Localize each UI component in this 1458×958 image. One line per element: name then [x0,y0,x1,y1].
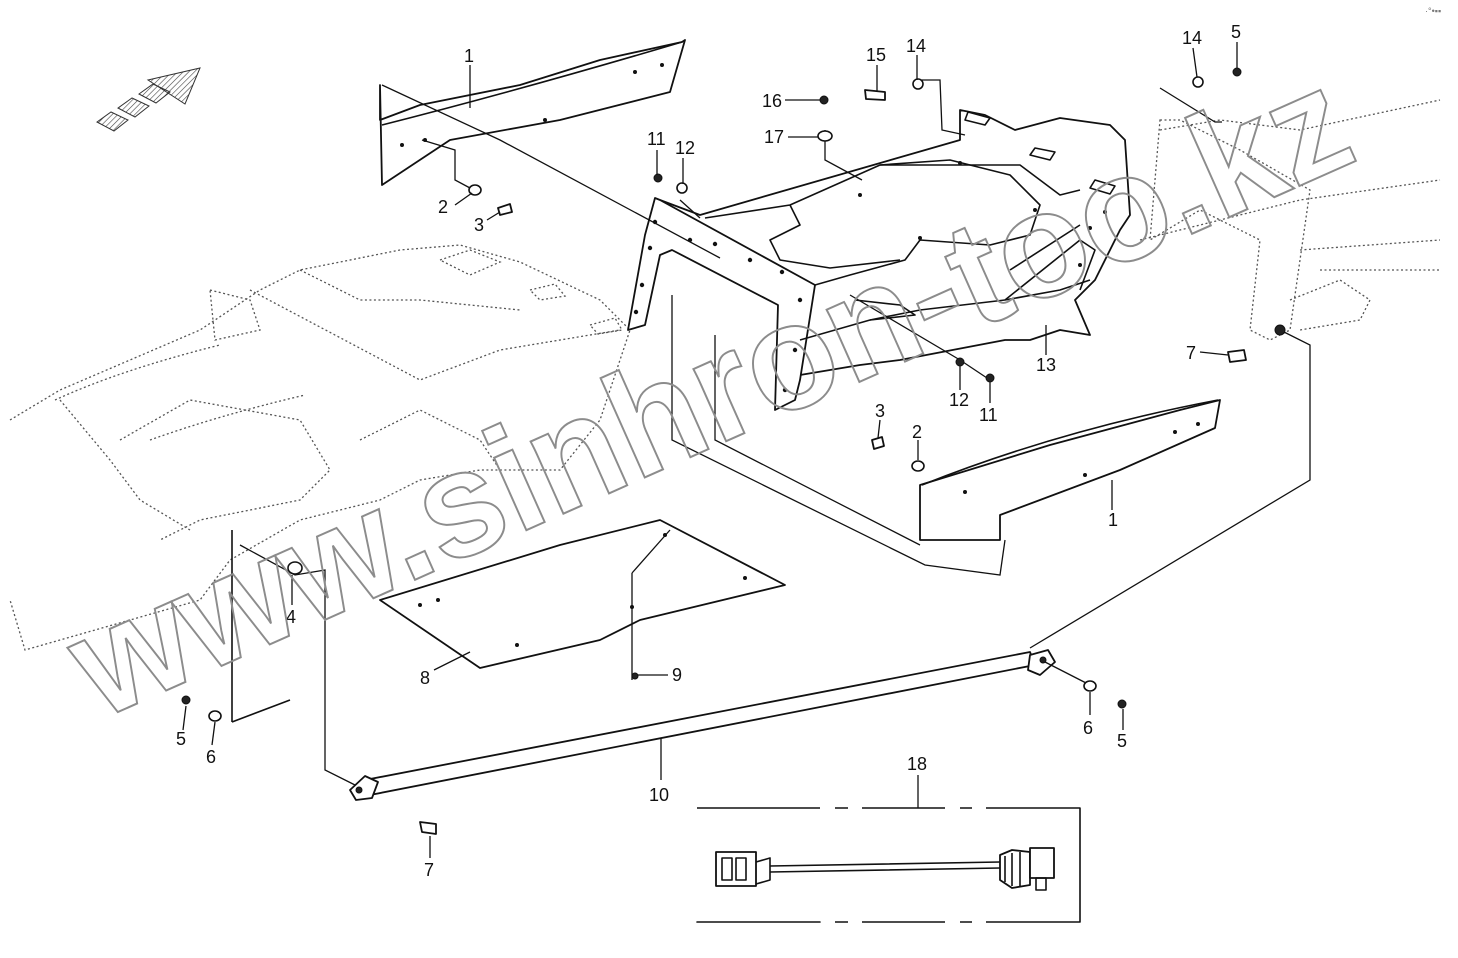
corner-mark: ·°•▪▪ [1425,6,1441,16]
callout-3-right: 3 [875,401,885,421]
callout-2-left: 2 [438,197,448,217]
callout-6-right: 6 [1083,718,1093,738]
callout-10: 10 [649,785,669,805]
callout-4: 4 [286,607,296,627]
callout-leaders [182,42,1238,858]
callout-11-top: 11 [647,129,666,149]
callout-11-bottom: 11 [979,405,998,425]
callout-2-right: 2 [912,422,922,442]
callout-14-right: 14 [1182,28,1202,48]
callout-5-right: 5 [1117,731,1127,751]
callout-12-bottom: 12 [949,390,969,410]
callout-12-top: 12 [675,138,695,158]
watermark-text: www.sinhron-too.kz [44,34,1374,749]
callout-7-right: 7 [1186,343,1196,363]
callout-1-top: 1 [464,46,474,66]
callout-1-right: 1 [1108,510,1118,530]
callout-3-left: 3 [474,215,484,235]
side-bracket [231,530,291,723]
tie-rod [349,649,1056,801]
cover-plate [379,519,786,669]
callout-7-bottom: 7 [424,860,434,880]
callout-18: 18 [907,754,927,774]
direction-arrow-icon [96,67,201,132]
assembly-lines [239,79,1311,786]
callout-8: 8 [420,668,430,688]
callout-17: 17 [764,127,784,147]
callout-labels: 1 1 2 2 3 3 4 5 5 5 6 6 7 7 8 9 10 11 11… [176,22,1241,880]
callout-6-left: 6 [206,747,216,767]
wear-strip-right [919,399,1221,541]
callout-15: 15 [866,45,886,65]
callout-5-left: 5 [176,729,186,749]
frame-assembly [627,109,1131,411]
cable-harness-icon [715,847,1055,891]
wear-strip-top [379,39,686,186]
callout-13: 13 [1036,355,1056,375]
callout-16: 16 [762,91,782,111]
callout-5-top: 5 [1231,22,1241,42]
callout-9: 9 [672,665,682,685]
callout-14-top: 14 [906,36,926,56]
cable-detail-box [696,807,1081,923]
reference-machine-outline [9,99,1441,651]
